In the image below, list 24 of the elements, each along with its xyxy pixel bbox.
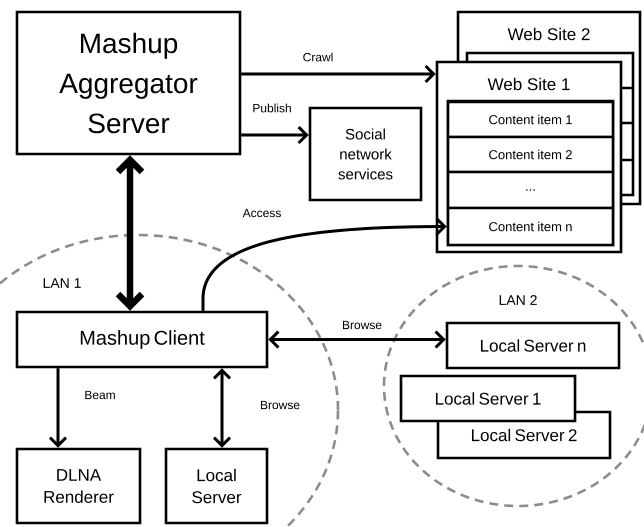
edge-label: Beam	[83, 390, 117, 400]
server-box: Mashup Aggregator Server	[16, 10, 242, 156]
service-box: Social network services	[308, 106, 422, 202]
edge-label: Publish	[251, 102, 293, 114]
arrow	[241, 126, 309, 144]
server-box: Local Server n	[446, 322, 620, 370]
server-box: Local Server	[164, 448, 268, 524]
renderer-box: DLNA Renderer	[16, 448, 142, 524]
arrow	[116, 155, 144, 311]
arrow	[268, 330, 446, 349]
arrow	[202, 217, 447, 311]
arrow	[48, 368, 68, 448]
arrow	[212, 368, 232, 448]
edge-label: Access	[242, 208, 282, 218]
arrow	[241, 64, 436, 84]
content-item-box: Content item n	[446, 206, 614, 246]
content-item-box: Content item 2	[446, 136, 614, 174]
edge-label: Browse	[341, 320, 384, 330]
server-box: Local Server 1	[400, 374, 576, 422]
edge-label: Browse	[259, 400, 302, 410]
client-box: Mashup Client	[16, 310, 268, 368]
edge-label: Crawl	[302, 52, 334, 62]
content-item-box: ...	[446, 170, 614, 210]
content-item-box: Content item 1	[446, 100, 614, 138]
